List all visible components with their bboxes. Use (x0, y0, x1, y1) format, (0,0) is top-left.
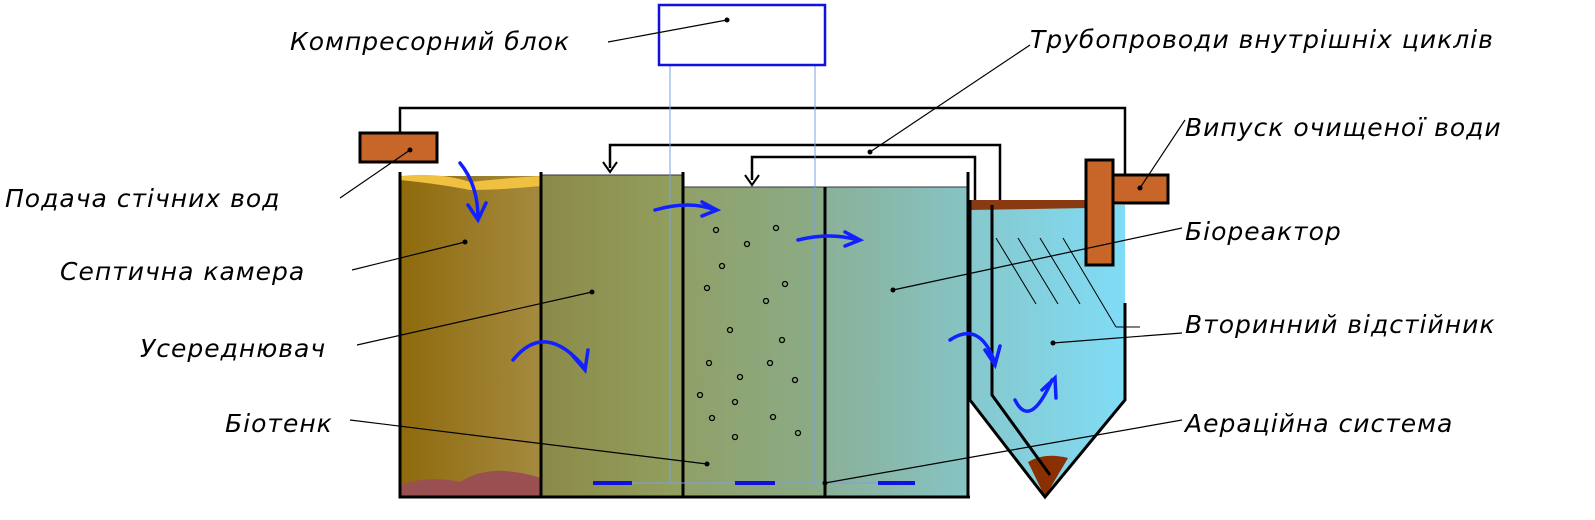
label-equalizer: Усереднювач (140, 334, 326, 363)
label-clarifier: Вторинний відстійник (1185, 310, 1495, 339)
label-compressor: Компресорний блок (290, 27, 570, 56)
label-bioreactor: Біореактор (1185, 217, 1342, 246)
label-aeration: Аераційна система (1183, 409, 1453, 438)
air-bubbles (696, 224, 802, 441)
label-septic: Септична камера (60, 257, 305, 286)
leader-lines (339, 17, 1186, 486)
label-biotank: Біотенк (225, 409, 333, 438)
outlet-weir (1084, 158, 1115, 267)
internal-cycle-pipelines (398, 106, 1127, 200)
compressor-unit (657, 3, 827, 67)
septic-chamber (400, 174, 541, 497)
label-pipelines: Трубопроводи внутрішніх циклів (1030, 25, 1494, 54)
label-outlet: Випуск очищеної води (1185, 113, 1502, 142)
equalizer-chamber (541, 175, 683, 497)
biotank-chamber (683, 187, 825, 497)
secondary-clarifier (968, 200, 1140, 500)
label-inlet: Подача стічних вод (5, 184, 280, 213)
flow-arrows (458, 161, 1058, 413)
tank-walls (398, 172, 970, 499)
